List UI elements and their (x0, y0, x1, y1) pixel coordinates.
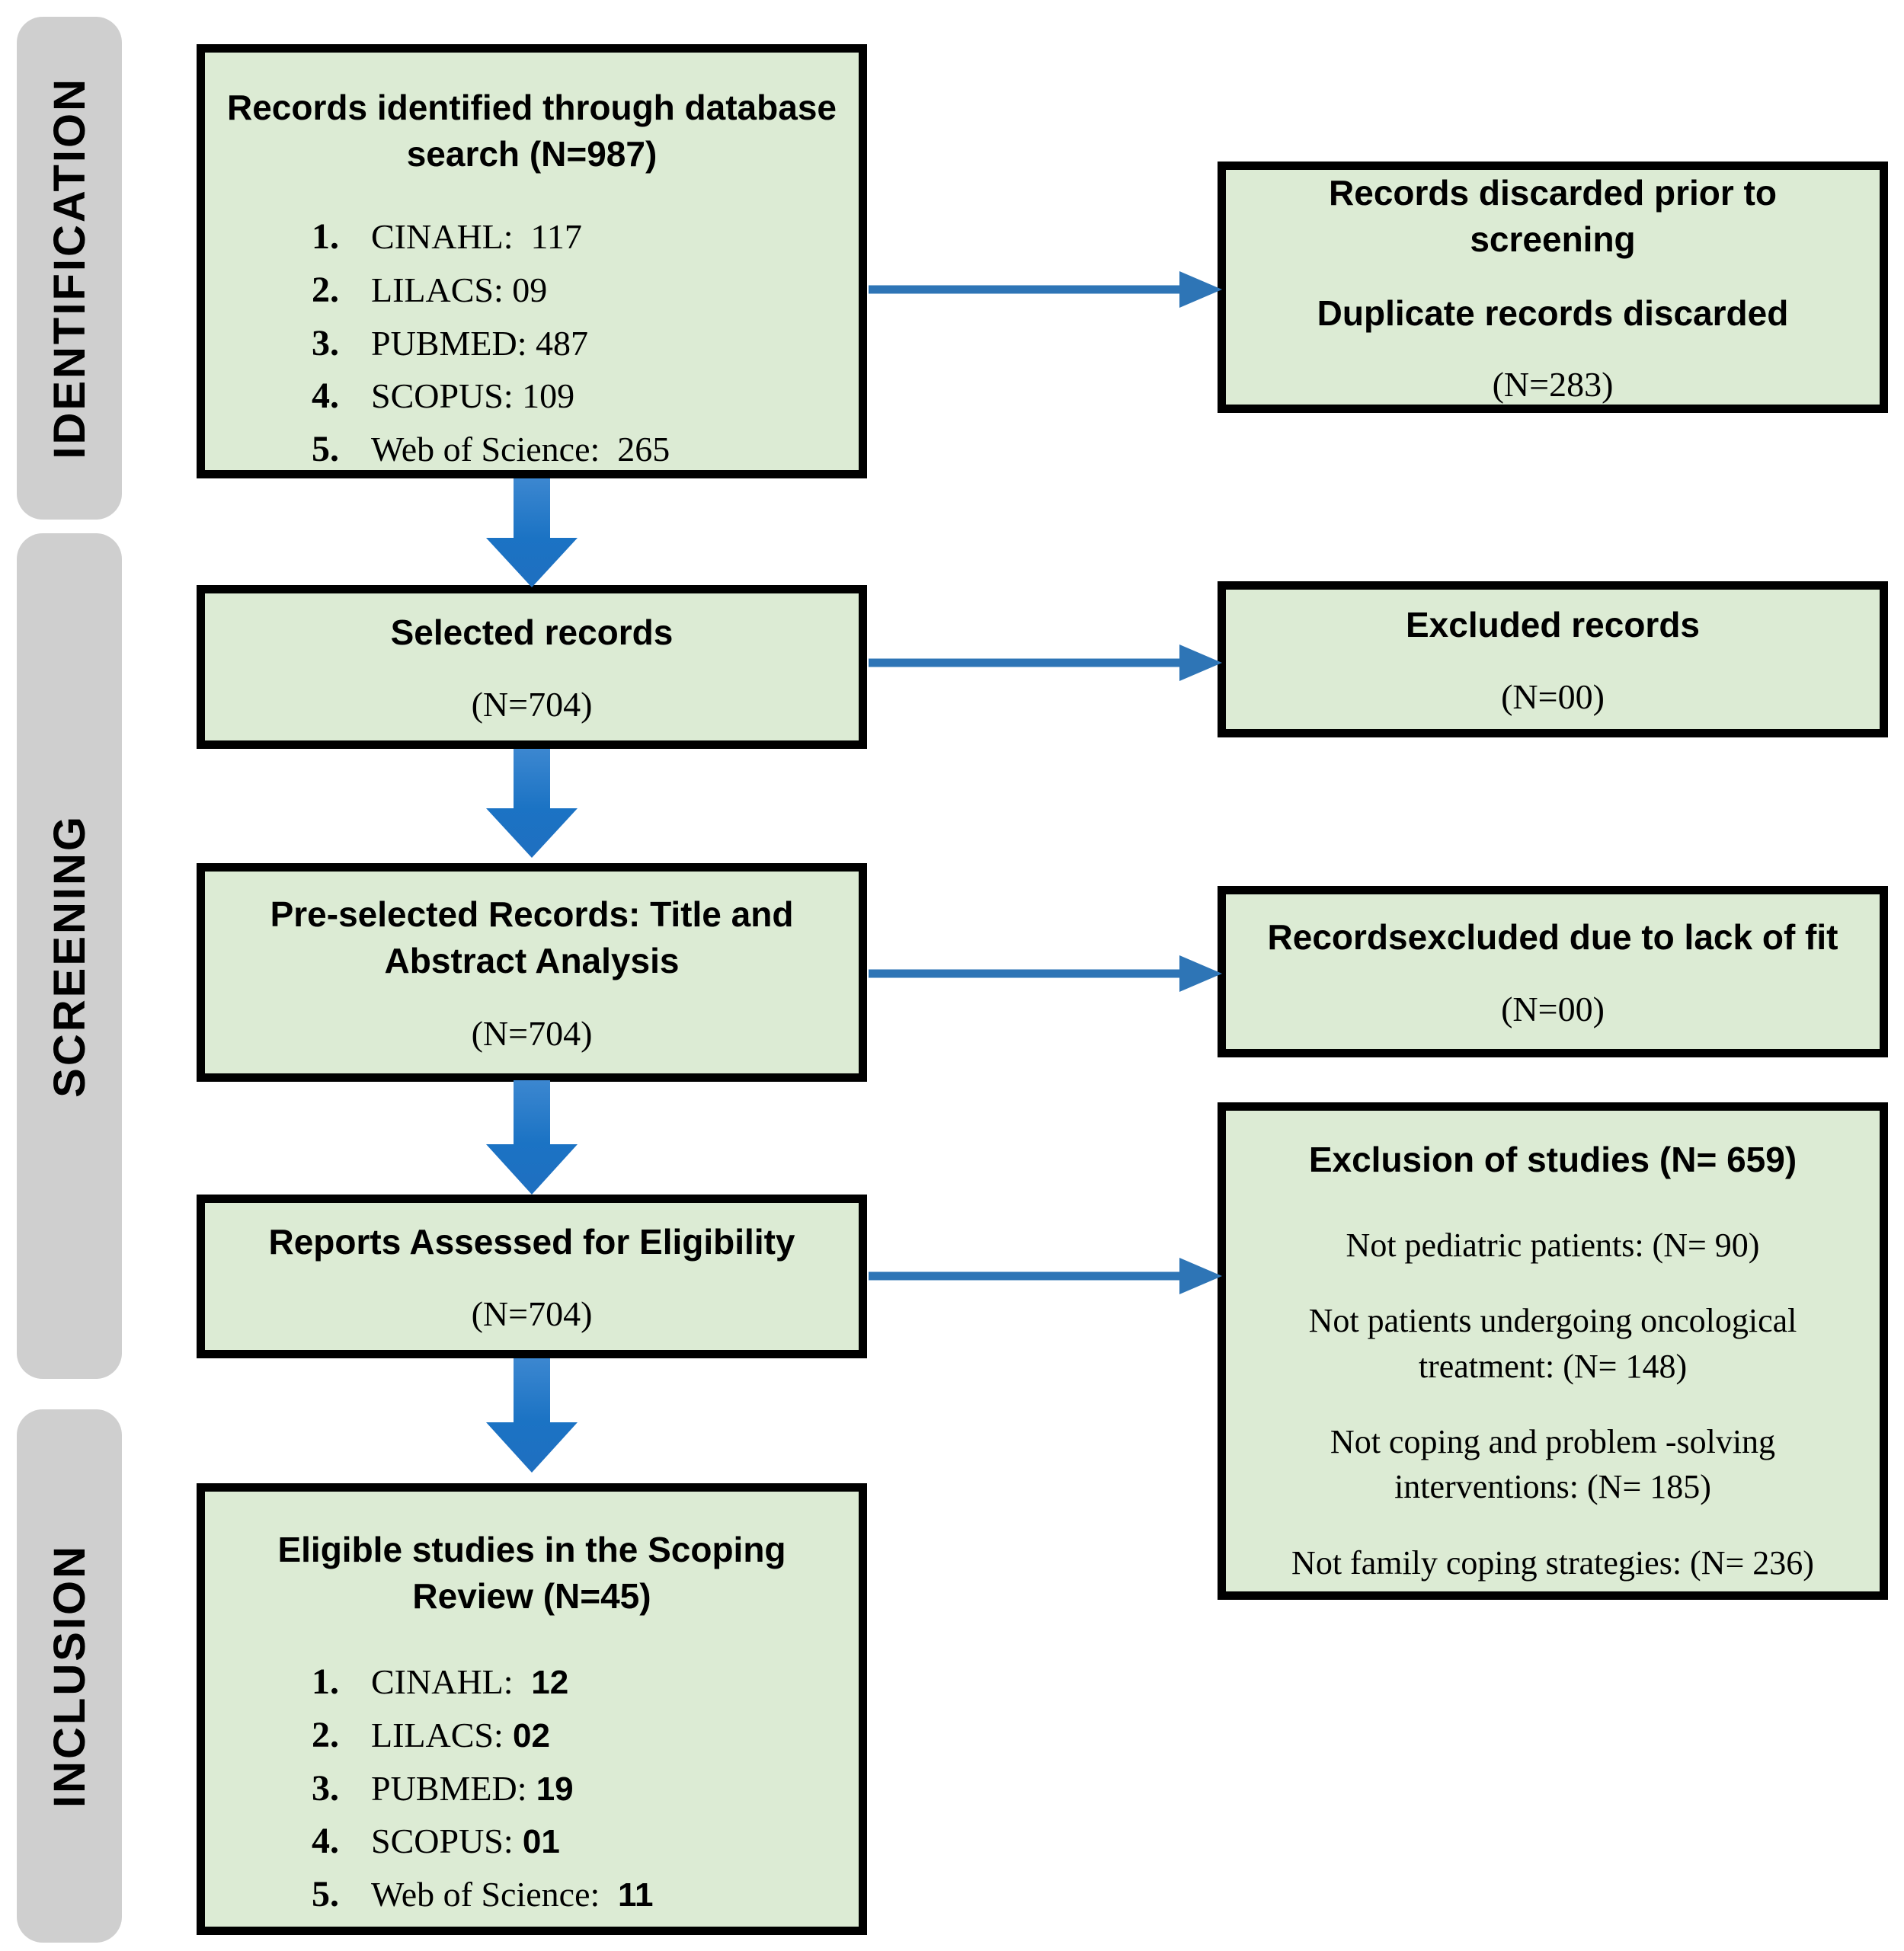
records-excluded-lack-of-fit-title: Recordsexcluded due to lack of fit (1267, 916, 1838, 957)
records-identified-source-list: 1. CINAHL: 117 2. LILACS: 09 3. PUBMED: … (312, 210, 859, 475)
list-item: 1. CINAHL: 12 (312, 1655, 859, 1709)
records-discarded-count: (N=283) (1492, 365, 1614, 404)
list-item-number: 1. (312, 216, 339, 257)
stage-screening-label: SCREENING (44, 814, 94, 1098)
records-identified-title: Records identified through database sear… (227, 88, 837, 174)
arrow-identified-to-discarded (869, 271, 1222, 308)
list-item-count: 01 (513, 1823, 560, 1861)
list-item-count: 19 (526, 1770, 574, 1808)
exclusion-of-studies-title: Exclusion of studies (N= 659) (1308, 1140, 1797, 1179)
list-item-number: 2. (312, 270, 339, 311)
stage-screening: SCREENING (17, 533, 122, 1379)
list-item: 3. PUBMED: 19 (312, 1762, 859, 1815)
list-item: 3. PUBMED: 487 (312, 317, 859, 370)
list-item: 2. LILACS: 09 (312, 264, 859, 317)
records-discarded-title-line1: Records discarded prior to screening (1329, 173, 1777, 259)
reports-assessed-eligibility-count: (N=704) (471, 1294, 593, 1334)
list-item-source: SCOPUS: (371, 376, 514, 416)
list-item-number: 2. (312, 1715, 339, 1756)
preselected-records-title: Pre-selected Records: Title and Abstract… (270, 894, 794, 980)
arrow-identified-to-selected (486, 478, 578, 587)
list-item-count: 12 (522, 1664, 569, 1702)
exclusion-reason: Not patients undergoing oncological trea… (1308, 1302, 1797, 1385)
list-item: 4. SCOPUS: 109 (312, 369, 859, 423)
reports-assessed-eligibility-title: Reports Assessed for Eligibility (268, 1221, 795, 1262)
list-item: 5. Web of Science: 265 (312, 423, 859, 476)
list-item-count: 109 (513, 376, 575, 416)
box-preselected-records: Pre-selected Records: Title and Abstract… (197, 863, 867, 1082)
stage-identification-label: IDENTIFICATION (44, 77, 94, 459)
arrow-eligibility-to-eligible-studies (486, 1358, 578, 1473)
box-exclusion-of-studies: Exclusion of studies (N= 659) Not pediat… (1218, 1102, 1888, 1600)
box-reports-assessed-eligibility: Reports Assessed for Eligibility (N=704) (197, 1195, 867, 1358)
arrow-selected-to-excluded (869, 644, 1222, 681)
stage-inclusion: INCLUSION (17, 1409, 122, 1943)
selected-records-title: Selected records (390, 612, 674, 652)
exclusion-reason: Not family coping strategies: (N= 236) (1291, 1543, 1814, 1582)
list-item: 2. LILACS: 02 (312, 1709, 859, 1762)
list-item-number: 1. (312, 1662, 339, 1703)
stage-inclusion-label: INCLUSION (44, 1544, 94, 1808)
eligible-studies-title: Eligible studies in the Scoping Review (… (277, 1530, 786, 1616)
list-item-source: Web of Science: (371, 1874, 609, 1914)
preselected-records-count: (N=704) (471, 1013, 593, 1053)
excluded-records-count: (N=00) (1501, 677, 1605, 717)
list-item-count: 02 (503, 1717, 550, 1755)
arrow-eligibility-to-exclusion (869, 1258, 1222, 1294)
list-item-number: 4. (312, 1821, 339, 1862)
box-selected-records: Selected records (N=704) (197, 585, 867, 749)
list-item-number: 3. (312, 322, 339, 363)
list-item: 5. Web of Science: 11 (312, 1868, 859, 1921)
list-item-count: 487 (526, 323, 588, 363)
arrow-selected-to-preselected (486, 749, 578, 858)
exclusion-reason: Not coping and problem -solving interven… (1330, 1422, 1776, 1506)
excluded-records-title: Excluded records (1405, 604, 1701, 644)
list-item-source: LILACS: (371, 1716, 504, 1755)
list-item-source: Web of Science: (371, 429, 609, 469)
eligible-studies-source-list: 1. CINAHL: 12 2. LILACS: 02 3. PUBMED: 1… (312, 1655, 859, 1921)
list-item-source: CINAHL: (371, 1662, 523, 1702)
records-excluded-lack-of-fit-count: (N=00) (1501, 990, 1605, 1029)
arrow-preselected-to-excluded-fit (869, 955, 1222, 992)
box-eligible-studies: Eligible studies in the Scoping Review (… (197, 1483, 867, 1935)
list-item: 1. CINAHL: 117 (312, 210, 859, 264)
list-item-count: 11 (608, 1876, 654, 1914)
arrow-preselected-to-eligibility (486, 1080, 578, 1195)
box-records-discarded: Records discarded prior to screening Dup… (1218, 162, 1888, 413)
list-item: 4. SCOPUS: 01 (312, 1815, 859, 1868)
box-records-identified: Records identified through database sear… (197, 44, 867, 478)
selected-records-count: (N=704) (471, 685, 593, 724)
box-records-excluded-lack-of-fit: Recordsexcluded due to lack of fit (N=00… (1218, 886, 1888, 1057)
list-item-number: 3. (312, 1767, 339, 1809)
list-item-count: 265 (608, 429, 670, 469)
list-item-number: 4. (312, 376, 339, 417)
records-discarded-title-line2: Duplicate records discarded (1317, 293, 1789, 333)
box-excluded-records: Excluded records (N=00) (1218, 581, 1888, 737)
list-item-source: LILACS: (371, 270, 504, 310)
exclusion-reason: Not pediatric patients: (N= 90) (1346, 1226, 1760, 1264)
list-item-source: CINAHL: (371, 217, 523, 257)
list-item-count: 117 (522, 217, 582, 257)
list-item-source: SCOPUS: (371, 1821, 514, 1861)
list-item-count: 09 (503, 270, 548, 310)
stage-identification: IDENTIFICATION (17, 17, 122, 520)
list-item-source: PUBMED: (371, 1768, 527, 1808)
list-item-source: PUBMED: (371, 323, 527, 363)
list-item-number: 5. (312, 428, 339, 469)
list-item-number: 5. (312, 1873, 339, 1914)
